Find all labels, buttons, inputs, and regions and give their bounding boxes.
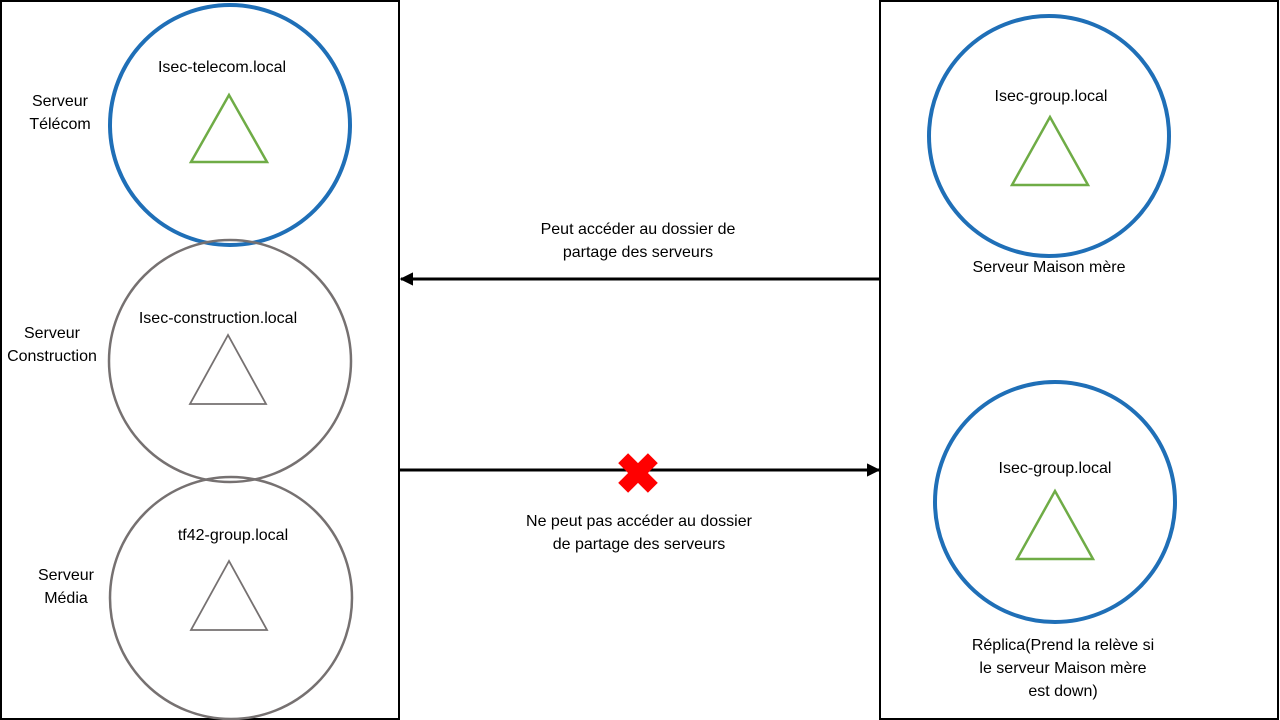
head-office-server-ring [927, 14, 1171, 258]
media-server-side-label: Serveur Média [37, 567, 95, 607]
blocked-access-label: Ne peut pas accéder au dossier de partag… [526, 513, 752, 553]
construction-server-side-label: Serveur Construction [7, 325, 97, 365]
telecom-server-domain-label: Isec-telecom.local [157, 59, 287, 76]
head-office-server-caption: Serveur Maison mère [972, 259, 1126, 276]
media-server-ring [108, 475, 354, 720]
media-server-triangle-icon [189, 559, 269, 631]
construction-server-triangle-icon [188, 333, 268, 405]
replica-server-domain-label: Isec-group.local [998, 460, 1112, 477]
construction-server-ring [107, 238, 353, 484]
media-server-domain-label: tf42-group.local [177, 527, 289, 544]
replica-server-triangle-icon [1014, 488, 1096, 561]
construction-server-domain-label: Isec-construction.local [138, 310, 298, 327]
head-office-server-domain-label: Isec-group.local [994, 88, 1108, 105]
head-office-server-triangle-icon [1009, 114, 1091, 187]
left-panel-frame [0, 0, 400, 720]
allowed-access-label: Peut accéder au dossier de partage des s… [540, 221, 736, 261]
telecom-server-triangle-icon [188, 92, 270, 164]
replica-server-ring [933, 380, 1177, 624]
replica-server-caption: Réplica(Prend la relève si le serveur Ma… [971, 637, 1155, 700]
right-panel-frame [879, 0, 1279, 720]
telecom-server-ring [108, 3, 352, 247]
telecom-server-side-label: Serveur Télécom [29, 93, 91, 133]
red-cross-icon [618, 453, 658, 493]
